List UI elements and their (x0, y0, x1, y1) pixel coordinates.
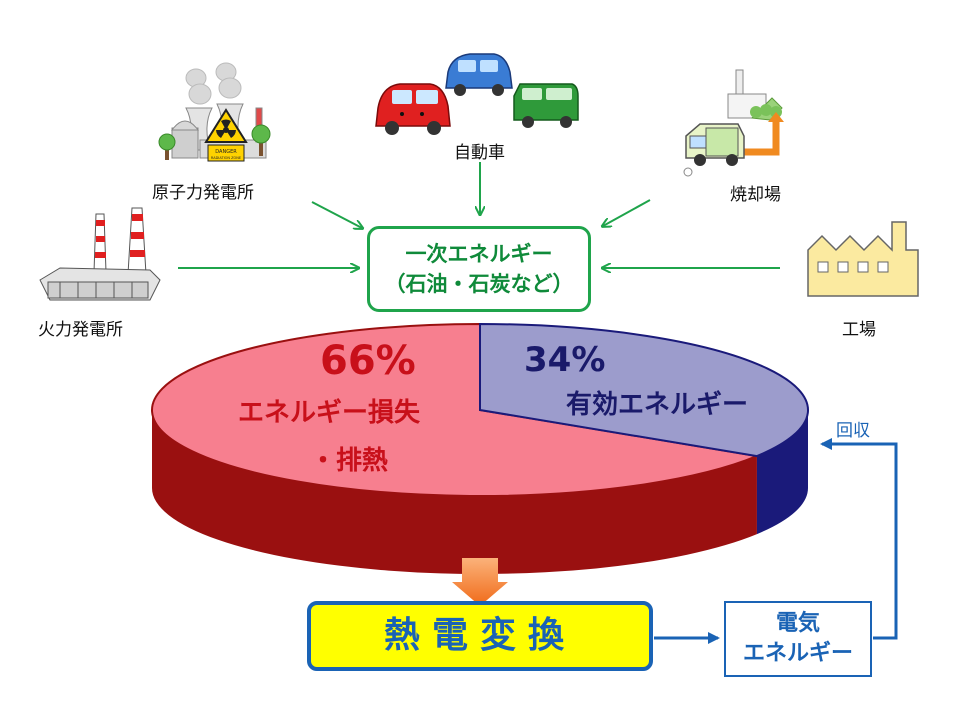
arrow-incinerator (603, 199, 651, 226)
energy-pie-chart (151, 322, 809, 575)
pie-slice-effective (479, 322, 809, 458)
thermal-plant-icon (39, 207, 161, 301)
loss-label-2: ・排熱 (310, 446, 389, 476)
electric-label-line1: 電気 (775, 611, 820, 636)
recovery-label: 回収 (836, 421, 870, 441)
pie-slice-loss (151, 322, 761, 497)
primary-energy-title: 一次エネルギー (405, 242, 553, 266)
effective-percent: 34% (524, 340, 606, 380)
loss-label: エネルギー損失 (238, 398, 421, 428)
label-thermal: 火力発電所 (38, 320, 123, 340)
danger-sign-text: DANGER (215, 149, 237, 155)
electric-energy-box: 電気 エネルギー (724, 601, 872, 677)
label-factory: 工場 (842, 320, 876, 340)
primary-energy-box: 一次エネルギー （石油・石炭など） (367, 226, 591, 312)
nuclear-plant-icon: DANGER RADIATION ZONE (158, 62, 271, 162)
label-car: 自動車 (454, 143, 505, 163)
car-icon (375, 53, 579, 135)
effective-label: 有効エネルギー (566, 390, 749, 420)
danger-sign-subtext: RADIATION ZONE (211, 156, 241, 160)
primary-energy-subtitle: （石油・石炭など） (384, 272, 574, 296)
loss-percent: 66% (320, 338, 416, 384)
label-nuclear: 原子力発電所 (152, 183, 254, 203)
arrow-down-orange (452, 558, 508, 606)
electric-label-line2: エネルギー (742, 641, 853, 666)
arrow-recovery (820, 438, 898, 640)
factory-icon (807, 221, 919, 297)
conversion-label: 熱電変換 (383, 615, 576, 656)
pie-side-effective (756, 410, 809, 535)
arrow-nuclear (311, 201, 362, 228)
thermoelectric-conversion-box: 熱電変換 (307, 601, 653, 671)
incinerator-icon (683, 69, 784, 177)
pie-side-loss (152, 410, 757, 575)
label-incinerator: 焼却場 (730, 185, 781, 205)
